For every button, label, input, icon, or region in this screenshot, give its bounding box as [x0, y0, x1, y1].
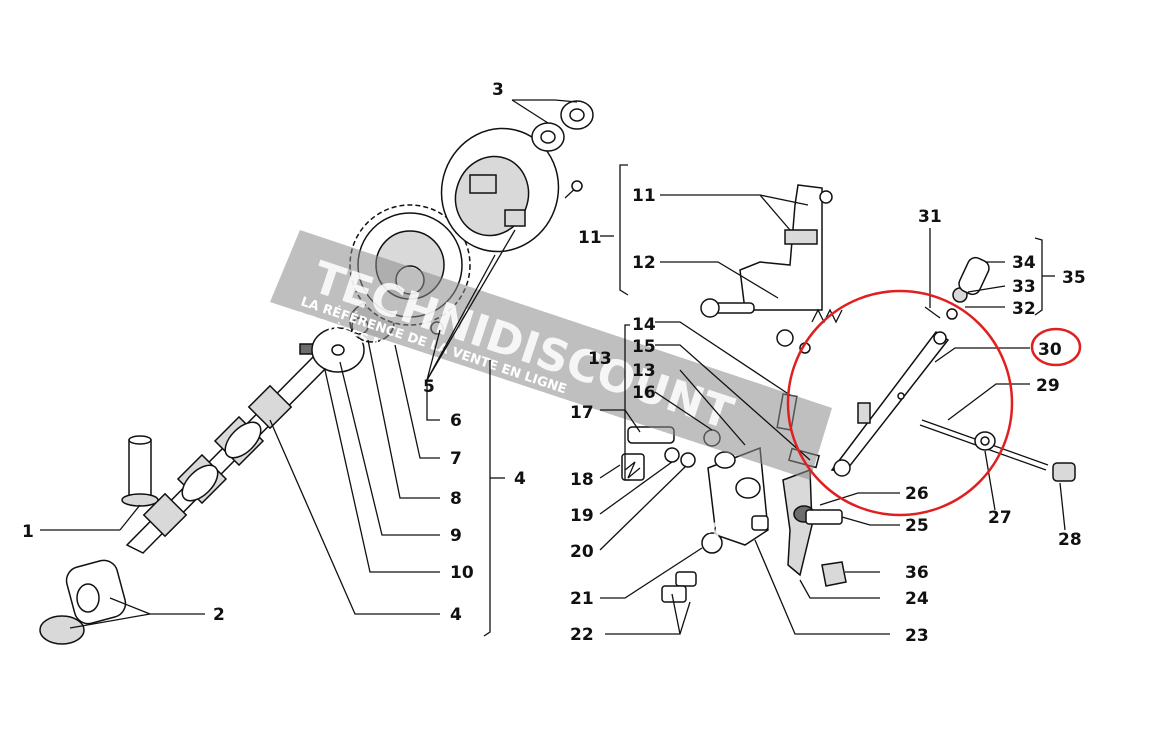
callout-36: 36	[905, 563, 929, 583]
callout-12: 12	[632, 253, 656, 273]
part-27-29-rod	[919, 419, 1076, 482]
callout-25: 25	[905, 516, 929, 536]
part-10-thrust-washer	[311, 327, 365, 373]
part-5-governor-disc	[440, 127, 583, 253]
highlight-part-30	[786, 289, 1082, 517]
callout-8: 8	[450, 489, 462, 509]
callout-19: 19	[570, 506, 594, 526]
callout-7: 7	[450, 449, 462, 469]
callout-32: 32	[1012, 299, 1036, 319]
callout-13: 13	[632, 361, 656, 381]
callout-35: 35	[1062, 268, 1086, 288]
callout-27: 27	[988, 508, 1012, 528]
parts-drawing	[39, 100, 1076, 645]
callout-13-left: 13	[588, 349, 612, 369]
callout-21: 21	[570, 589, 594, 609]
callout-15: 15	[632, 337, 656, 357]
callout-26: 26	[905, 484, 929, 504]
part-31-35-knob	[924, 256, 990, 320]
callout-22: 22	[570, 625, 594, 645]
callout-24: 24	[905, 589, 929, 609]
callout-29: 29	[1036, 376, 1060, 396]
part-3-washers	[531, 100, 594, 152]
highlight-circle-large	[786, 289, 1014, 517]
callout-28: 28	[1058, 530, 1082, 550]
callout-1: 1	[22, 522, 34, 542]
callout-6: 6	[450, 411, 462, 431]
callout-5: 5	[423, 377, 435, 397]
callout-18: 18	[570, 470, 594, 490]
callout-labels: 1 2 3 4 4 5 6 7 8 9 10 11 11 12 13 13 14…	[22, 80, 1086, 646]
highlight-circle-label	[1030, 327, 1082, 367]
part-4-camshaft	[125, 343, 334, 554]
callout-30: 30	[1038, 340, 1062, 360]
callout-31: 31	[918, 207, 942, 227]
callout-23: 23	[905, 626, 929, 646]
part-2-rotor	[39, 559, 127, 645]
callout-3: 3	[492, 80, 504, 100]
part-1-tappet	[121, 435, 159, 507]
callout-11-left: 11	[578, 228, 602, 248]
callout-11-top: 11	[632, 186, 656, 206]
callout-14: 14	[632, 315, 656, 335]
part-11-bracket	[700, 184, 843, 354]
callout-34: 34	[1012, 253, 1036, 273]
callout-16: 16	[632, 383, 656, 403]
callout-9: 9	[450, 526, 462, 546]
callout-4-camshaft: 4	[450, 605, 462, 625]
leader-lines	[40, 99, 1066, 637]
callout-4-gear: 4	[514, 469, 526, 489]
callout-20: 20	[570, 542, 594, 562]
watermark-banner	[270, 230, 832, 480]
part-30-governor-arm	[830, 330, 950, 477]
callout-2: 2	[213, 605, 225, 625]
callout-10: 10	[450, 563, 474, 583]
callout-33: 33	[1012, 277, 1036, 297]
callout-17: 17	[570, 403, 594, 423]
